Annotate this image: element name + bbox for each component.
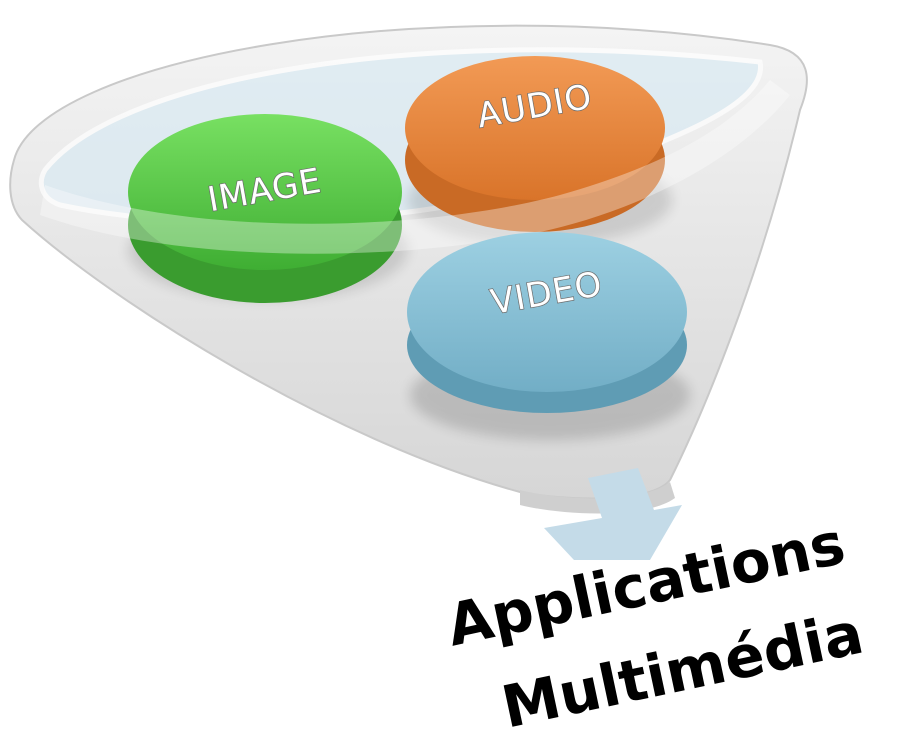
disc-video: VIDEO [407,232,690,440]
disc-image-top [128,114,402,270]
funnel [9,24,808,514]
disc-video-top [407,232,687,392]
funnel-rim-front [40,80,790,254]
disc-video-label: VIDEO [488,264,606,323]
output-arrow [544,468,682,560]
disc-image: IMAGE [128,114,408,303]
disc-audio: AUDIO [405,56,672,245]
disc-audio-top [405,56,665,200]
